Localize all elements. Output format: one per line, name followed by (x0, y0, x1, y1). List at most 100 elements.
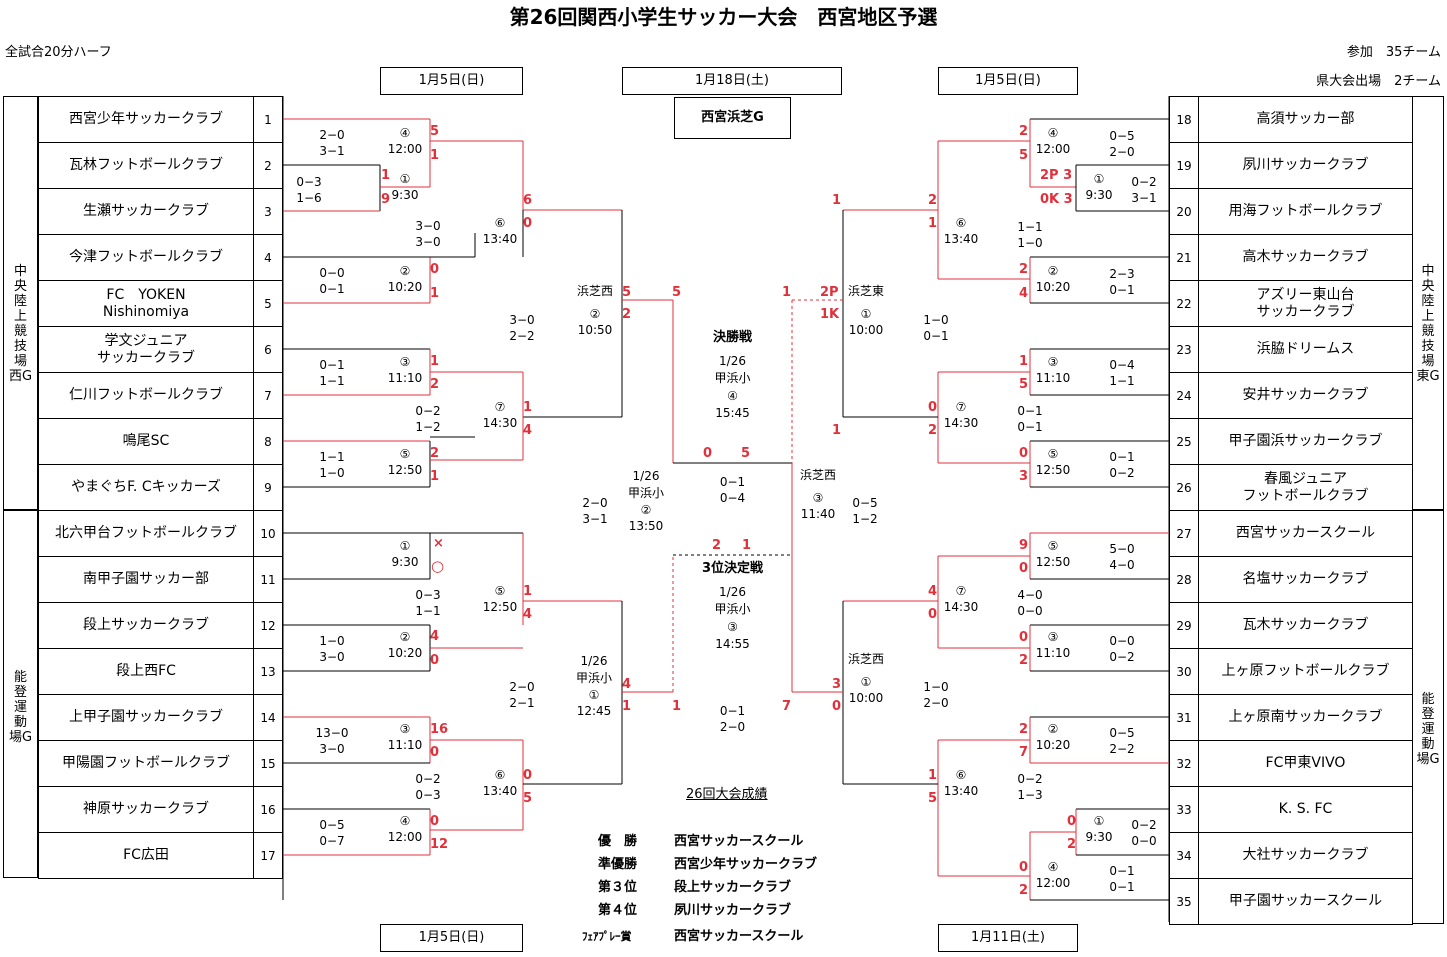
match-halves: 0−5 2−2 (1109, 726, 1135, 756)
score-mark: 1 (430, 354, 440, 369)
score-mark: 2P 3 (1040, 168, 1073, 183)
center-venue: 西宮浜芝G (674, 97, 791, 139)
score-mark: 0 (928, 607, 938, 622)
score-mark: 2P (820, 285, 839, 300)
team-number: 8 (253, 418, 283, 465)
score-mark: 4 (1019, 286, 1029, 301)
score-mark: 1 (523, 400, 533, 415)
match-label: 1/26 甲浜小 ② 13:50 (627, 469, 664, 534)
score-mark: 6 (523, 193, 533, 208)
result-rank: ﾌｪｱﾌﾟﾚｰ賞 (582, 930, 632, 943)
team-number: 32 (1169, 740, 1199, 787)
score-mark: 0 (1019, 446, 1029, 461)
team-name: 安井サッカークラブ (1198, 372, 1413, 419)
score-mark: 0 (703, 446, 713, 461)
final-label: 1/26 甲浜小 ④ 15:45 (714, 354, 751, 421)
score-mark: 1 (832, 423, 842, 438)
match-label: ⑦ 14:30 (482, 400, 518, 430)
team-number: 5 (253, 280, 283, 327)
team-name: 甲子園浜サッカークラブ (1198, 418, 1413, 465)
result-team: 西宮サッカースクール (674, 929, 804, 944)
match-label: ⑦ 14:30 (943, 400, 979, 430)
result-team: 段上サッカークラブ (674, 880, 792, 895)
score-mark: 0 (430, 745, 440, 760)
third-place-title: 3位決定戦 (701, 561, 764, 576)
team-number: 6 (253, 326, 283, 373)
match-label: ⑥ 13:40 (943, 216, 979, 246)
match-halves: 1−1 1−0 (1017, 220, 1043, 250)
score-mark: 0 (523, 768, 533, 783)
match-label: ① 9:30 (1085, 172, 1113, 202)
team-number: 18 (1169, 96, 1199, 143)
team-number: 34 (1169, 832, 1199, 879)
result-team: 西宮少年サッカークラブ (674, 857, 818, 872)
score-mark: 2 (1019, 653, 1029, 668)
team-name: K. S. FC (1198, 786, 1413, 833)
team-number: 22 (1169, 280, 1199, 327)
match-halves: 3−0 2−2 (509, 313, 535, 343)
score-mark: 3 (1019, 469, 1029, 484)
team-number: 4 (253, 234, 283, 281)
ground-left-top: 中 央 陸 上 競 技 場 西G (3, 96, 38, 510)
team-number: 24 (1169, 372, 1199, 419)
match-label: ② 10:20 (387, 630, 423, 660)
result-rank: 第４位 (598, 903, 638, 918)
score-mark: 2 (928, 193, 938, 208)
score-mark: 5 (1019, 148, 1029, 163)
score-mark: 0 (1019, 860, 1029, 875)
result-team: 西宮サッカースクール (674, 834, 804, 849)
page-title: 第26回関西小学生サッカー大会 西宮地区予選 (509, 5, 938, 29)
score-mark: 12 (430, 837, 449, 852)
score-mark: 1 (622, 699, 632, 714)
score-mark: 7 (782, 699, 792, 714)
match-halves: 0−3 1−1 (415, 588, 441, 618)
match-halves: 1−0 3−0 (319, 634, 345, 664)
match-halves: 0−1 0−1 (1109, 864, 1135, 894)
match-halves: 0−1 0−2 (1109, 450, 1135, 480)
score-mark: 1 (928, 768, 938, 783)
match-venue: 浜芝西 (576, 284, 613, 298)
match-label: ② 10:20 (387, 264, 423, 294)
match-halves: 1−1 1−0 (319, 450, 345, 480)
match-halves: 0−5 2−0 (1109, 129, 1135, 159)
team-number: 33 (1169, 786, 1199, 833)
score-mark: 5 (430, 124, 440, 139)
match-label: ⑤ 12:50 (1035, 447, 1071, 477)
score-mark: 1 (1019, 354, 1029, 369)
team-name: 生瀬サッカークラブ (38, 188, 254, 235)
match-halves: 4−0 0−0 (1017, 588, 1043, 618)
match-label: ① 9:30 (1085, 814, 1113, 844)
team-name: 上ヶ原南サッカークラブ (1198, 694, 1413, 741)
date-top-center: 1月18日(土) (622, 67, 842, 95)
team-name: FC YOKEN Nishinomiya (38, 280, 254, 327)
team-name: FC甲東VIVO (1198, 740, 1413, 787)
score-mark: 0K 3 (1040, 192, 1073, 207)
match-halves: 0−2 1−2 (415, 404, 441, 434)
match-label: ③ 11:40 (800, 491, 836, 521)
score-mark: 1 (523, 584, 533, 599)
team-number: 15 (253, 740, 283, 787)
score-mark: 16 (430, 722, 449, 737)
score-mark: 0 (430, 262, 440, 277)
results-header: 26回大会成績 (686, 787, 768, 802)
score-mark: 2 (430, 446, 440, 461)
match-label: ① 10:00 (848, 307, 884, 337)
match-label: ② 10:20 (1035, 264, 1071, 294)
match-halves: 0−2 1−3 (1017, 772, 1043, 802)
team-name: 甲陽園フットボールクラブ (38, 740, 254, 787)
qualifiers-note: 県大会出場 2チーム (1316, 74, 1441, 89)
team-number: 2 (253, 142, 283, 189)
score-mark: 0 (928, 400, 938, 415)
team-number: 28 (1169, 556, 1199, 603)
match-halves: 0−4 1−1 (1109, 358, 1135, 388)
match-venue: 浜芝東 (847, 284, 884, 298)
match-halves: 1−0 2−0 (923, 680, 949, 710)
team-number: 29 (1169, 602, 1199, 649)
match-label: ⑤ 12:50 (387, 447, 423, 477)
team-number: 23 (1169, 326, 1199, 373)
match-label: ③ 11:10 (387, 722, 423, 752)
team-name: 学文ジュニア サッカークラブ (38, 326, 254, 373)
match-label: 1/26 甲浜小 ① 12:45 (575, 654, 612, 719)
